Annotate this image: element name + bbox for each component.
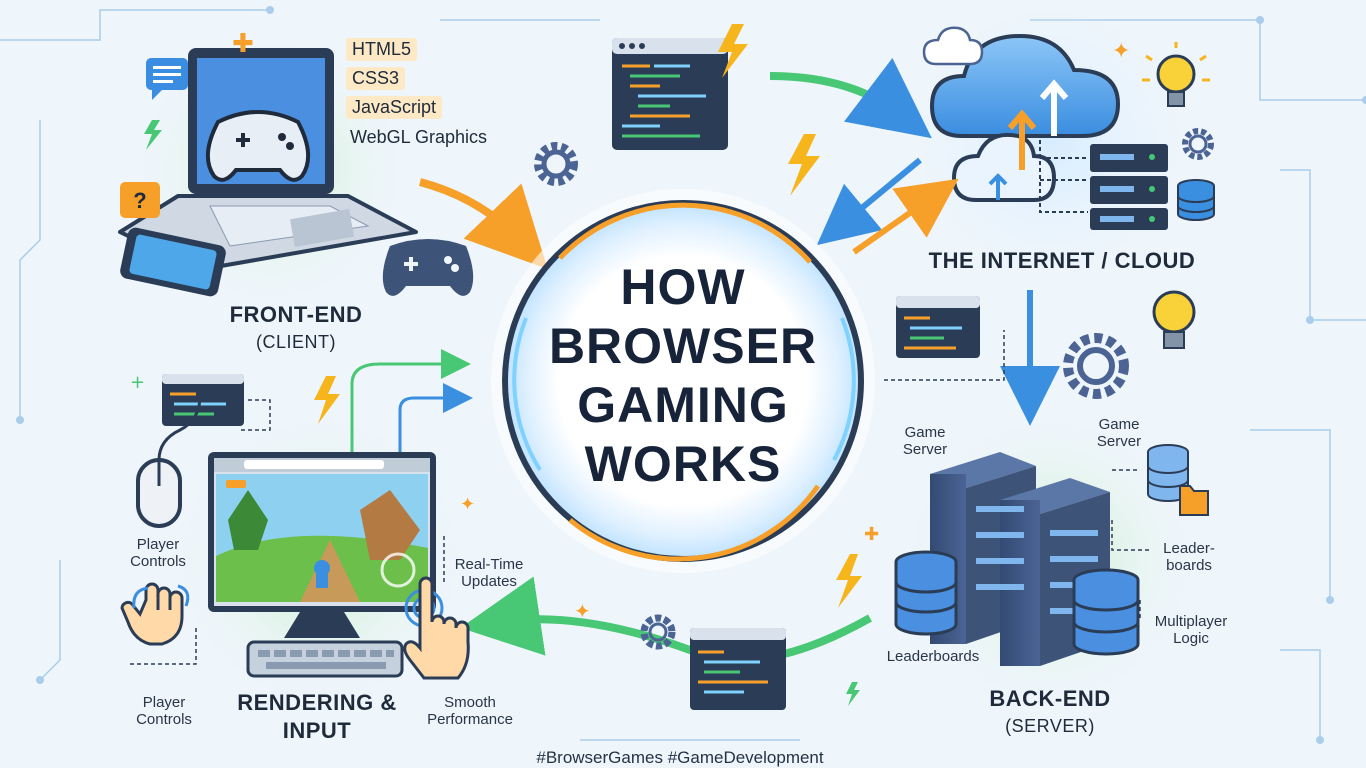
cloud-arrow bbox=[852, 178, 959, 255]
front-end-subtitle: (CLIENT) bbox=[256, 332, 336, 352]
player-controls-label: Player Controls bbox=[136, 694, 192, 729]
lightbulb-icon bbox=[1142, 42, 1210, 107]
game-server-label: Game Server bbox=[902, 424, 948, 459]
sparkle-icon: ✦ bbox=[460, 494, 475, 515]
real-time-updates-label: Real-Time Updates bbox=[454, 556, 524, 591]
code-window-icon bbox=[612, 38, 728, 150]
tech-html5: HTML5 bbox=[346, 38, 418, 61]
server-icon bbox=[1090, 144, 1168, 230]
leaderboards-label: Leader- boards bbox=[1163, 540, 1215, 575]
lightning-icon bbox=[836, 554, 862, 608]
title-line: GAMING bbox=[577, 377, 789, 433]
code-window-icon bbox=[162, 374, 244, 426]
lightning-icon bbox=[144, 120, 162, 150]
gear-icon bbox=[1182, 128, 1214, 160]
hashtags: #BrowserGames #GameDevelopment bbox=[536, 748, 824, 767]
lightning-icon bbox=[846, 682, 860, 706]
rendering-subtitle: INPUT bbox=[282, 718, 352, 743]
lightning-icon bbox=[718, 24, 748, 78]
main-title: HOW BROWSER GAMING WORKS bbox=[535, 258, 831, 494]
sparkle-icon: ✦ bbox=[574, 599, 591, 623]
gear-icon bbox=[1063, 333, 1129, 399]
phone-icon bbox=[120, 227, 226, 297]
folder-icon bbox=[1179, 485, 1209, 516]
lightning-icon bbox=[314, 376, 340, 424]
title-line: BROWSER bbox=[548, 318, 818, 374]
game-server-label: Game Server bbox=[1096, 416, 1142, 451]
svg-text:?: ? bbox=[133, 188, 146, 213]
svg-text:+: + bbox=[130, 372, 145, 393]
cloud-title: THE INTERNET / CLOUD bbox=[928, 248, 1196, 273]
backend-arrow bbox=[460, 576, 872, 664]
circuit-lines bbox=[0, 9, 1366, 741]
hand-pointer-icon bbox=[120, 582, 190, 646]
gear-icon bbox=[640, 614, 676, 650]
title-line: HOW bbox=[620, 259, 746, 315]
database-icon bbox=[1177, 179, 1215, 221]
cloud-arrow bbox=[816, 157, 922, 246]
monitor-icon bbox=[208, 452, 436, 638]
cloud-small-icon bbox=[922, 26, 984, 66]
tech-javascript: JavaScript bbox=[346, 96, 443, 119]
back-end-title: BACK-END bbox=[989, 686, 1111, 711]
back-end-subtitle: (SERVER) bbox=[1005, 716, 1095, 736]
code-window-icon bbox=[896, 296, 980, 358]
player-controls-label: Player Controls bbox=[130, 536, 186, 571]
question-icon: ? bbox=[120, 182, 160, 218]
sparkle-icon: ✚ bbox=[864, 524, 879, 545]
tech-webgl: WebGL Graphics bbox=[350, 127, 488, 147]
chat-icon bbox=[146, 58, 188, 100]
code-window-icon bbox=[690, 628, 786, 710]
code-to-cloud-arrow bbox=[769, 57, 932, 139]
smooth-performance-label: Smooth Performance bbox=[427, 694, 513, 729]
mouse-icon bbox=[136, 395, 202, 528]
front-end-title: FRONT-END bbox=[229, 302, 363, 327]
sparkle-icon: ✦ bbox=[1112, 39, 1130, 64]
front-end-arrow bbox=[418, 178, 548, 269]
multiplayer-logic-label: Multiplayer Logic bbox=[1154, 613, 1228, 648]
title-line: WORKS bbox=[584, 436, 782, 492]
hand-pointer-icon bbox=[403, 576, 470, 680]
tech-css3: CSS3 bbox=[346, 67, 406, 90]
sparkle-icon: ✚ bbox=[232, 29, 254, 59]
database-icon bbox=[1147, 444, 1189, 502]
gamepad-icon bbox=[206, 110, 310, 182]
gamepad-small-icon bbox=[382, 239, 474, 296]
lightbulb-icon bbox=[1152, 290, 1196, 349]
rendering-title: RENDERING & bbox=[237, 690, 397, 715]
database-icon bbox=[1072, 568, 1140, 656]
lightning-icon bbox=[788, 134, 820, 196]
database-icon bbox=[894, 550, 958, 636]
leaderboards-label: Leaderboards bbox=[886, 648, 980, 665]
keyboard-icon bbox=[246, 640, 404, 678]
gear-icon bbox=[534, 142, 578, 186]
